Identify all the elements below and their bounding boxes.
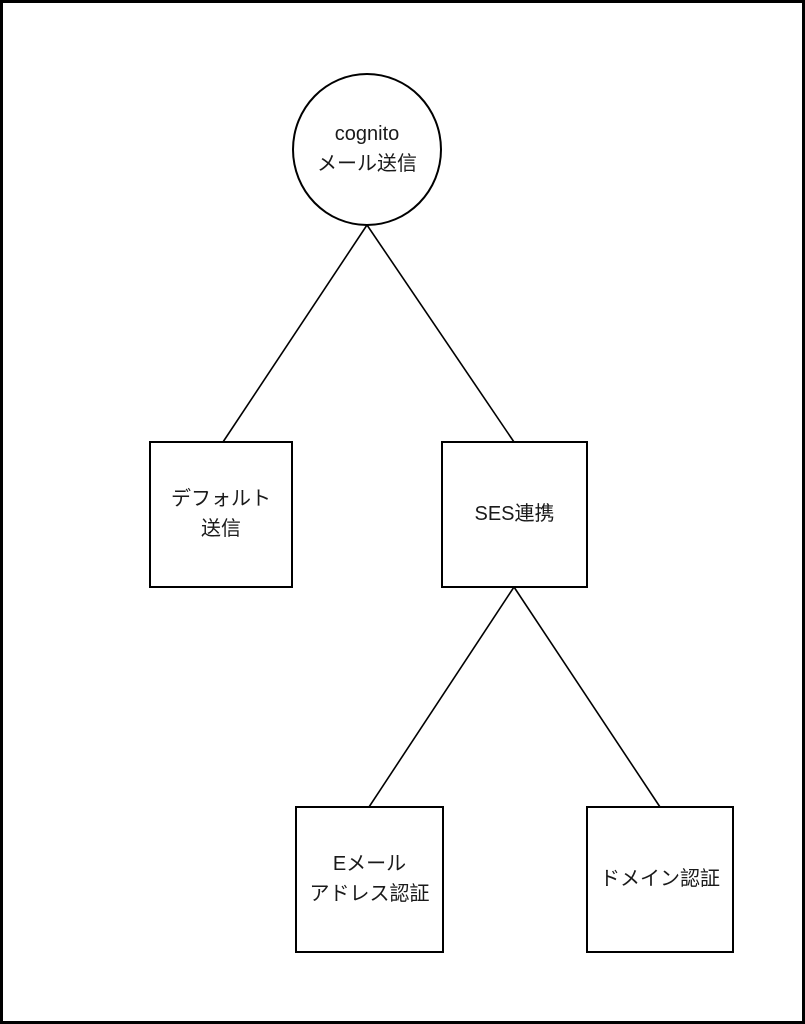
node-domain-verification-label: ドメイン認証 [600,867,720,890]
node-cognito-mail-send: cognito メール送信 [292,73,442,226]
node-ses-integration: SES連携 [441,441,588,588]
node-email-address-verification: Eメール アドレス認証 [295,806,444,953]
node-default-send: デフォルト 送信 [149,441,293,588]
edge-ses-to-email-verify [368,586,515,808]
node-cognito-mail-send-label: cognito メール送信 [317,122,417,175]
node-email-address-verification-label: Eメール アドレス認証 [309,852,430,905]
edge-root-to-ses [366,224,515,443]
edge-root-to-default-send [222,224,368,443]
edge-ses-to-domain-verify [513,586,661,808]
node-default-send-label: デフォルト 送信 [171,487,271,540]
node-ses-integration-label: SES連携 [474,502,555,525]
node-domain-verification: ドメイン認証 [586,806,734,953]
